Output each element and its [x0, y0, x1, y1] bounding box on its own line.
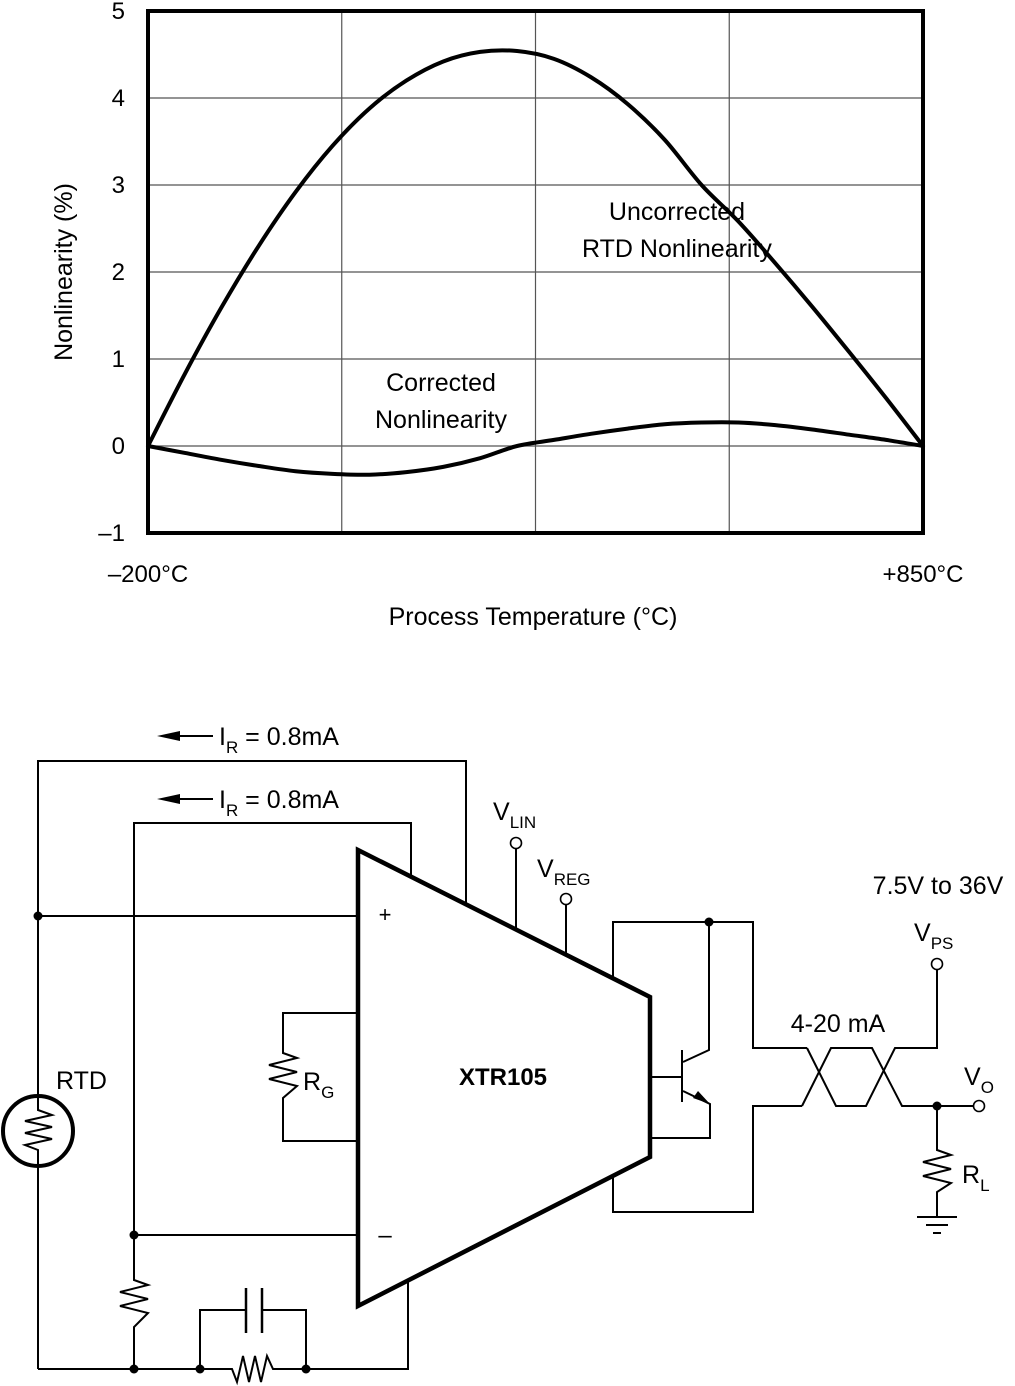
vps-terminal	[930, 957, 944, 971]
ir-text: IR = 0.8mA	[219, 723, 339, 757]
y-tick-label: 4	[112, 85, 125, 112]
rl-sub: L	[980, 1176, 989, 1195]
vreg-sub: REG	[554, 870, 591, 889]
junction-dot	[195, 1364, 205, 1374]
rg-sub: G	[321, 1083, 334, 1102]
vps-main: V	[914, 919, 931, 947]
chart: 5 4 3 2 1 0 –1 –200°C +850°C Process Temperatu…	[50, 0, 964, 631]
vo-terminal	[972, 1099, 986, 1113]
vreg-label: VREG	[537, 855, 591, 889]
arrow-left-icon	[157, 731, 180, 741]
junction-dot	[301, 1364, 311, 1374]
wire-collector	[682, 922, 710, 1063]
y-tick-label: 1	[112, 346, 125, 373]
wire-output-upper	[612, 921, 807, 1049]
loop-current-label: 4-20 mA	[791, 1010, 886, 1038]
minus-input-sign: –	[378, 1222, 392, 1249]
annotation-corrected-line2: Nonlinearity	[375, 406, 508, 434]
junction-dot	[33, 911, 43, 921]
bias-resistor-icon	[119, 1235, 152, 1369]
supply-range-label: 7.5V to 36V	[873, 872, 1004, 900]
vlin-sub: LIN	[510, 813, 536, 832]
ir-sub: R	[226, 738, 238, 757]
ir-label-inner: IR = 0.8mA	[157, 786, 339, 820]
vo-sub: O	[981, 1078, 994, 1097]
y-tick-label: 2	[112, 259, 125, 286]
ir-text: IR = 0.8mA	[219, 786, 339, 820]
y-tick-labels: 5 4 3 2 1 0 –1	[98, 0, 125, 547]
ir-label-outer: IR = 0.8mA	[157, 723, 339, 757]
ir-main: I	[219, 723, 226, 751]
wire-bottom-return	[38, 1279, 409, 1386]
y-tick-label: 3	[112, 172, 125, 199]
vo-main: V	[964, 1063, 981, 1091]
rtd-resistor-icon	[21, 1096, 56, 1166]
series-group	[146, 48, 925, 477]
vps-label: VPS	[914, 919, 953, 953]
series-uncorrected-line	[146, 48, 925, 448]
annotation-uncorrected-line2: RTD Nonlinearity	[582, 235, 772, 263]
series-corrected-line	[146, 420, 925, 477]
annotation-uncorrected-line1: Uncorrected	[609, 198, 745, 226]
ir-value: = 0.8mA	[238, 786, 339, 814]
twisted-pair-wire-b	[801, 1047, 937, 1107]
y-axis-label: Nonlinearity (%)	[50, 183, 78, 361]
ir-value: = 0.8mA	[238, 723, 339, 751]
rg-main: R	[303, 1068, 321, 1096]
vreg-terminal	[559, 892, 573, 906]
ir-sub: R	[226, 801, 238, 820]
rg-resistor-icon	[268, 1012, 358, 1142]
rtd-label: RTD	[56, 1067, 107, 1095]
wire-inner-loop	[133, 822, 412, 1235]
vreg-main: V	[537, 855, 554, 883]
rl-resistor-icon	[922, 1106, 955, 1216]
xtr105-amplifier	[355, 846, 653, 1310]
plot-frame	[146, 9, 925, 535]
rl-main: R	[962, 1161, 980, 1189]
vlin-label: VLIN	[493, 798, 536, 832]
vlin-main: V	[493, 798, 510, 826]
arrow-left-icon	[157, 794, 180, 804]
x-tick-label-min: –200°C	[108, 561, 188, 588]
emitter-arrow-icon	[693, 1091, 710, 1104]
vps-sub: PS	[931, 934, 954, 953]
vo-label: VO	[964, 1063, 994, 1097]
y-tick-label: 5	[112, 0, 125, 25]
wire-output-lower	[612, 1105, 802, 1213]
schematic: IR = 0.8mA IR = 0.8mA RTD RG	[1, 723, 1004, 1386]
junction-dot	[129, 1364, 139, 1374]
annotation-corrected-line1: Corrected	[386, 369, 496, 397]
y-tick-label: –1	[98, 520, 125, 547]
wire-cap-right	[262, 1309, 307, 1369]
ir-main: I	[219, 786, 226, 814]
x-axis-label: Process Temperature (°C)	[389, 603, 678, 631]
ground-icon	[917, 1216, 957, 1234]
vlin-terminal	[509, 836, 523, 850]
y-tick-label: 0	[112, 433, 125, 460]
twisted-pair-wire-a	[806, 970, 938, 1107]
grid-lines	[148, 11, 923, 533]
rl-label: RL	[962, 1161, 990, 1195]
wire-cap-left	[199, 1309, 246, 1369]
x-tick-label-max: +850°C	[883, 561, 964, 588]
ic-label: XTR105	[459, 1064, 547, 1091]
rg-label: RG	[303, 1068, 334, 1102]
plus-input-sign: +	[379, 902, 392, 927]
wire-outer-loop	[37, 760, 467, 1096]
